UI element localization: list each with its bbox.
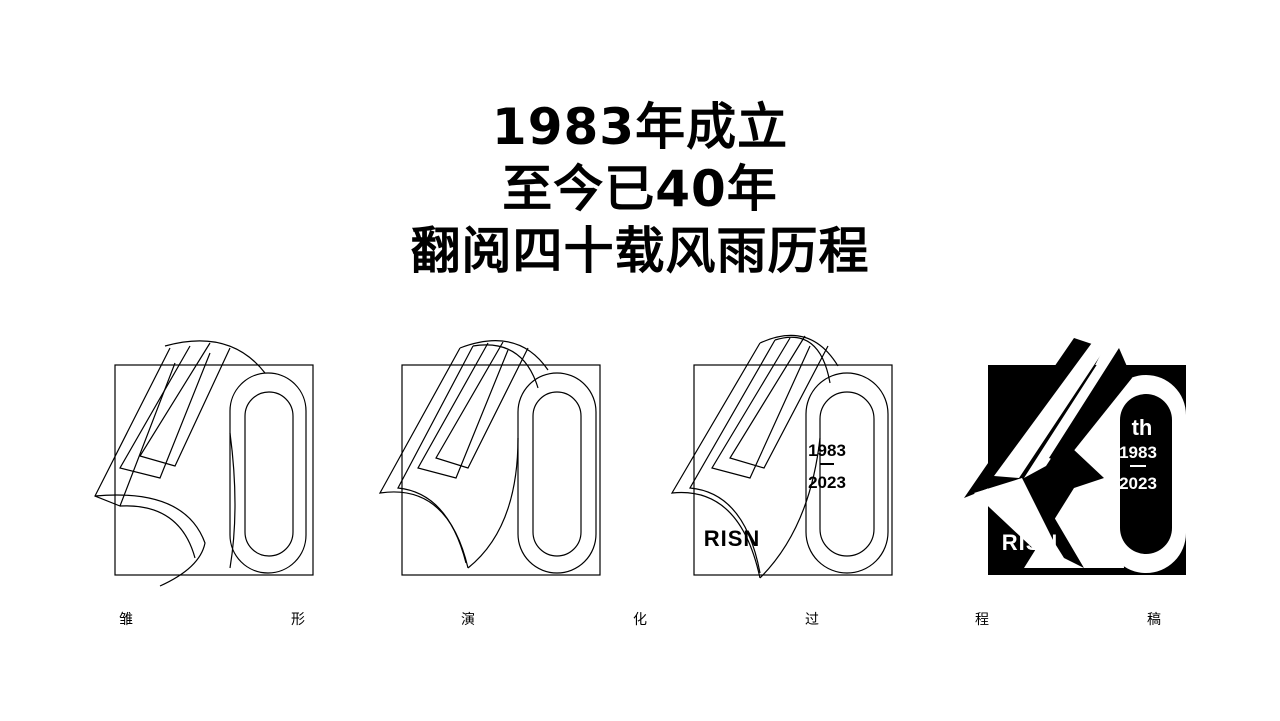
stage-4-year-bottom: 2023 [1119, 474, 1157, 493]
headline: 1983年成立 至今已40年 翻阅四十载风雨历程 [0, 96, 1280, 282]
logo-final-drawing: th 1983 2023 RISN [964, 338, 1186, 575]
stage-4-th: th [1132, 415, 1153, 440]
stage-3-year-bottom: 2023 [808, 473, 846, 492]
logo-sketch-drawing [94, 340, 314, 587]
caption-char-5: 过 [805, 612, 819, 628]
logo-stage-process: 1983 2023 RISN [660, 328, 900, 588]
caption-char-1: 雏 [119, 612, 133, 628]
caption-char-6: 程 [975, 612, 989, 628]
caption-char-4: 化 [633, 612, 647, 628]
stage-3-year-top: 1983 [808, 441, 846, 460]
logo-stage-evolution [368, 328, 608, 588]
caption-char-2: 形 [291, 612, 305, 628]
headline-line-3: 翻阅四十载风雨历程 [410, 222, 870, 280]
stage-3-brand-name: RISN [704, 526, 761, 551]
headline-line-2: 至今已40年 [502, 160, 778, 218]
headline-line-1: 1983年成立 [491, 98, 789, 156]
stage-4-year-top: 1983 [1119, 443, 1157, 462]
logo-process-drawing: 1983 2023 RISN [670, 334, 893, 579]
stage-4-brand-name: RISN [1002, 530, 1059, 555]
caption-char-3: 演 [461, 612, 475, 628]
logo-stage-final: th 1983 2023 RISN [954, 328, 1194, 588]
caption-char-7: 稿 [1147, 612, 1161, 628]
logo-evolution-drawing [378, 340, 601, 576]
logo-stage-sketch [80, 328, 320, 588]
